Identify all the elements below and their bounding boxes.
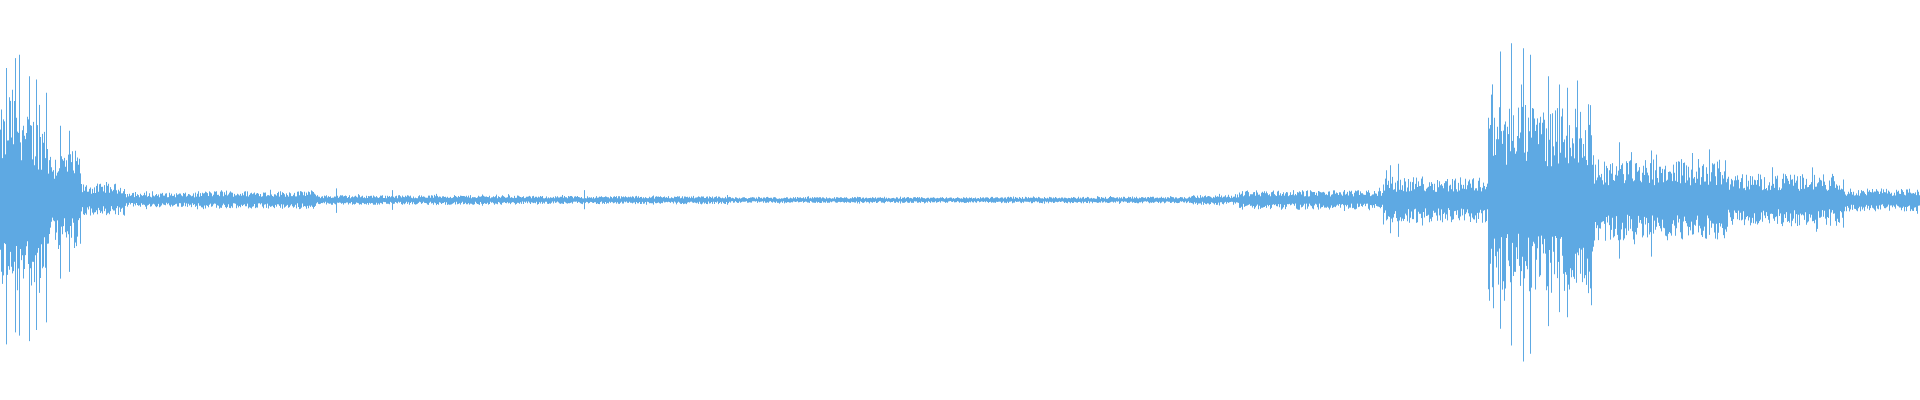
waveform-path: [0, 43, 1920, 362]
waveform-lines: [0, 43, 1920, 362]
